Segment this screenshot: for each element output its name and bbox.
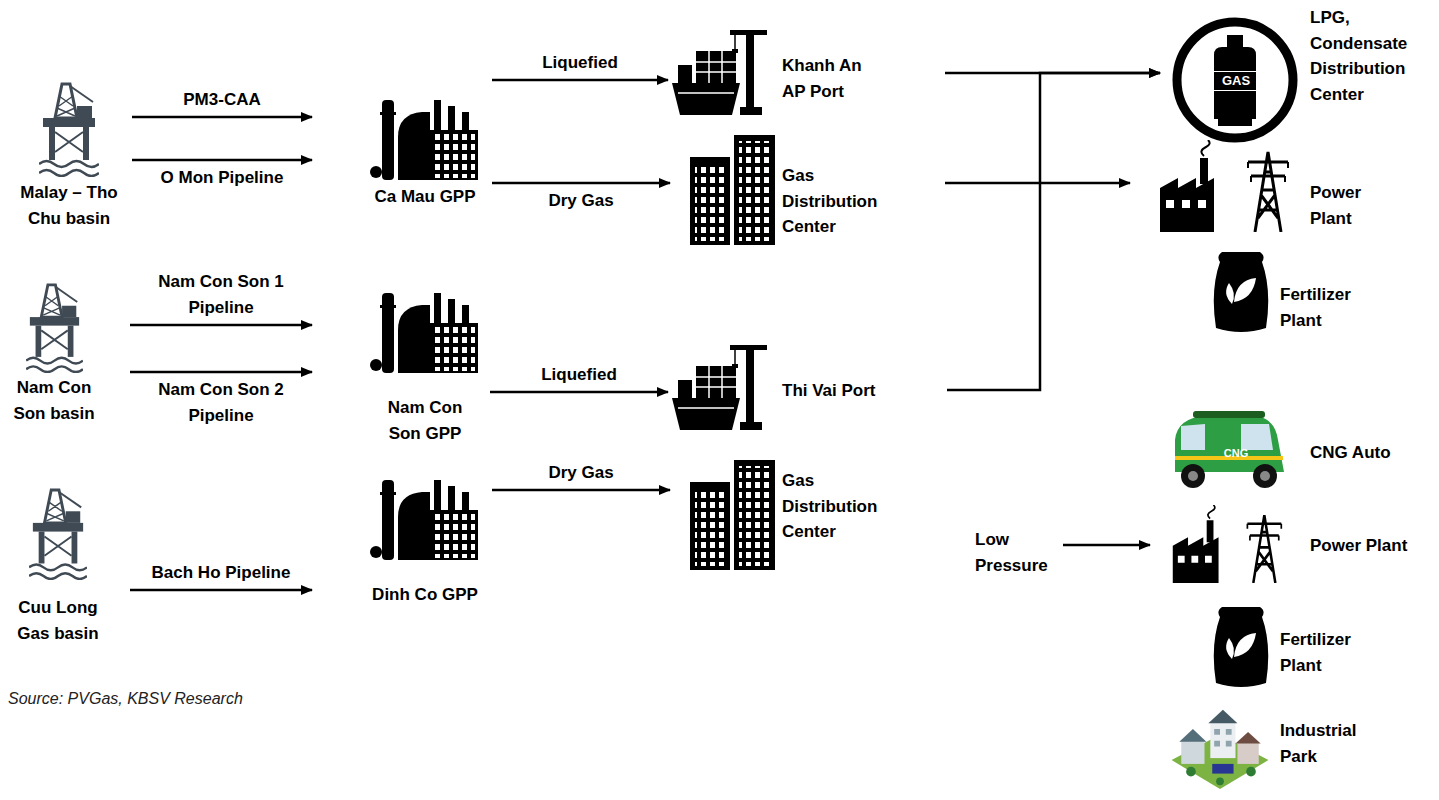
node-box: LPG, Condensate Distribution Center <box>1170 5 1432 150</box>
node-box: Gas Distribution Center <box>690 135 940 247</box>
fertilizer-bag-icon <box>1214 607 1269 687</box>
platform-icon <box>29 490 87 579</box>
flow-arrow <box>947 73 1160 390</box>
gas-plant-icon <box>370 293 478 373</box>
node-box: Dinh Co GPP <box>360 470 492 612</box>
node-label: Malay – Tho Chu basin <box>8 180 130 231</box>
power-plant-icon <box>1173 505 1282 583</box>
edge-label: Dry Gas <box>496 188 666 214</box>
node-label: Fertilizer Plant <box>1280 282 1380 333</box>
node-label: Nam Con Son basin <box>8 375 100 426</box>
gas-cylinder-icon <box>1177 22 1293 138</box>
flow-arrow <box>132 116 312 119</box>
node-box: Malay – Tho Chu basin <box>8 80 132 233</box>
node-box: Fertilizer Plant <box>1210 605 1385 693</box>
node-label: LPG, Condensate Distribution Center <box>1310 5 1428 107</box>
edge-label: Dry Gas <box>496 460 666 486</box>
node-label: Industrial Park <box>1280 718 1380 769</box>
node-label: Khanh An AP Port <box>782 53 882 104</box>
cng-auto-icon <box>1175 411 1284 488</box>
building-icon <box>690 460 775 570</box>
flow-arrow <box>492 182 670 185</box>
node-box: Power Plant <box>1165 505 1427 583</box>
icon-text: GAS <box>1213 71 1259 91</box>
port-icon <box>672 30 767 115</box>
source-note: Source: PVGas, KBSV Research <box>8 690 338 708</box>
fertilizer-bag-icon <box>1214 252 1269 332</box>
node-box: Gas Distribution Center <box>690 460 940 572</box>
node-box: Cuu Long Gas basin <box>8 480 110 650</box>
node-label: Gas Distribution Center <box>782 468 892 545</box>
power-plant-icon <box>1160 140 1288 232</box>
node-box: Thi Vai Port <box>672 340 914 432</box>
flow-arrow <box>490 391 668 394</box>
node-box: Industrial Park <box>1168 700 1385 792</box>
node-box: Power Plant <box>1160 140 1420 233</box>
flow-arrow <box>130 324 312 327</box>
node-label: Power Plant <box>1310 180 1390 231</box>
node-label: Ca Mau GPP <box>360 184 490 210</box>
flow-arrow <box>492 489 670 492</box>
edge-label: Nam Con Son 2 Pipeline <box>136 377 306 428</box>
icon-text: CNG <box>1219 447 1253 460</box>
node-label: Power Plant <box>1310 533 1425 559</box>
flow-arrow <box>130 371 312 374</box>
edge-label: Liquefied <box>495 50 665 76</box>
node-box: CNG Auto <box>1165 410 1427 492</box>
flow-arrow <box>132 159 312 162</box>
node-label: Nam Con Son GPP <box>377 395 473 446</box>
node-label: Fertilizer Plant <box>1280 627 1380 678</box>
node-label: Gas Distribution Center <box>782 163 892 240</box>
gas-plant-icon <box>370 480 478 560</box>
node-label: Dinh Co GPP <box>360 582 490 608</box>
edge-label: Nam Con Son 1 Pipeline <box>136 269 306 320</box>
node-box: Fertilizer Plant <box>1210 250 1385 338</box>
node-box: Khanh An AP Port <box>672 25 902 117</box>
node-box: Nam Con Son basin <box>8 283 102 428</box>
edge-label: O Mon Pipeline <box>137 165 307 191</box>
edge-label: Bach Ho Pipeline <box>136 560 306 586</box>
flow-arrow <box>945 182 1130 185</box>
platform-icon <box>26 285 83 372</box>
building-icon <box>690 135 775 245</box>
flow-arrow <box>492 79 668 82</box>
node-label: Cuu Long Gas basin <box>8 595 108 646</box>
flow-arrow <box>1063 544 1150 547</box>
node-box: Nam Con Son GPP <box>360 283 490 448</box>
edge-label: Liquefied <box>494 362 664 388</box>
platform-icon <box>39 84 99 176</box>
industrial-park-icon <box>1172 710 1269 789</box>
node-label: Thi Vai Port <box>782 378 912 404</box>
node-label: CNG Auto <box>1310 440 1425 466</box>
port-icon <box>672 345 767 430</box>
flow-arrow <box>130 589 312 592</box>
edge-label: Low Pressure <box>975 527 1055 578</box>
edge-label: PM3-CAA <box>137 87 307 113</box>
gas-plant-icon <box>370 100 478 180</box>
node-box: Ca Mau GPP <box>360 92 492 212</box>
